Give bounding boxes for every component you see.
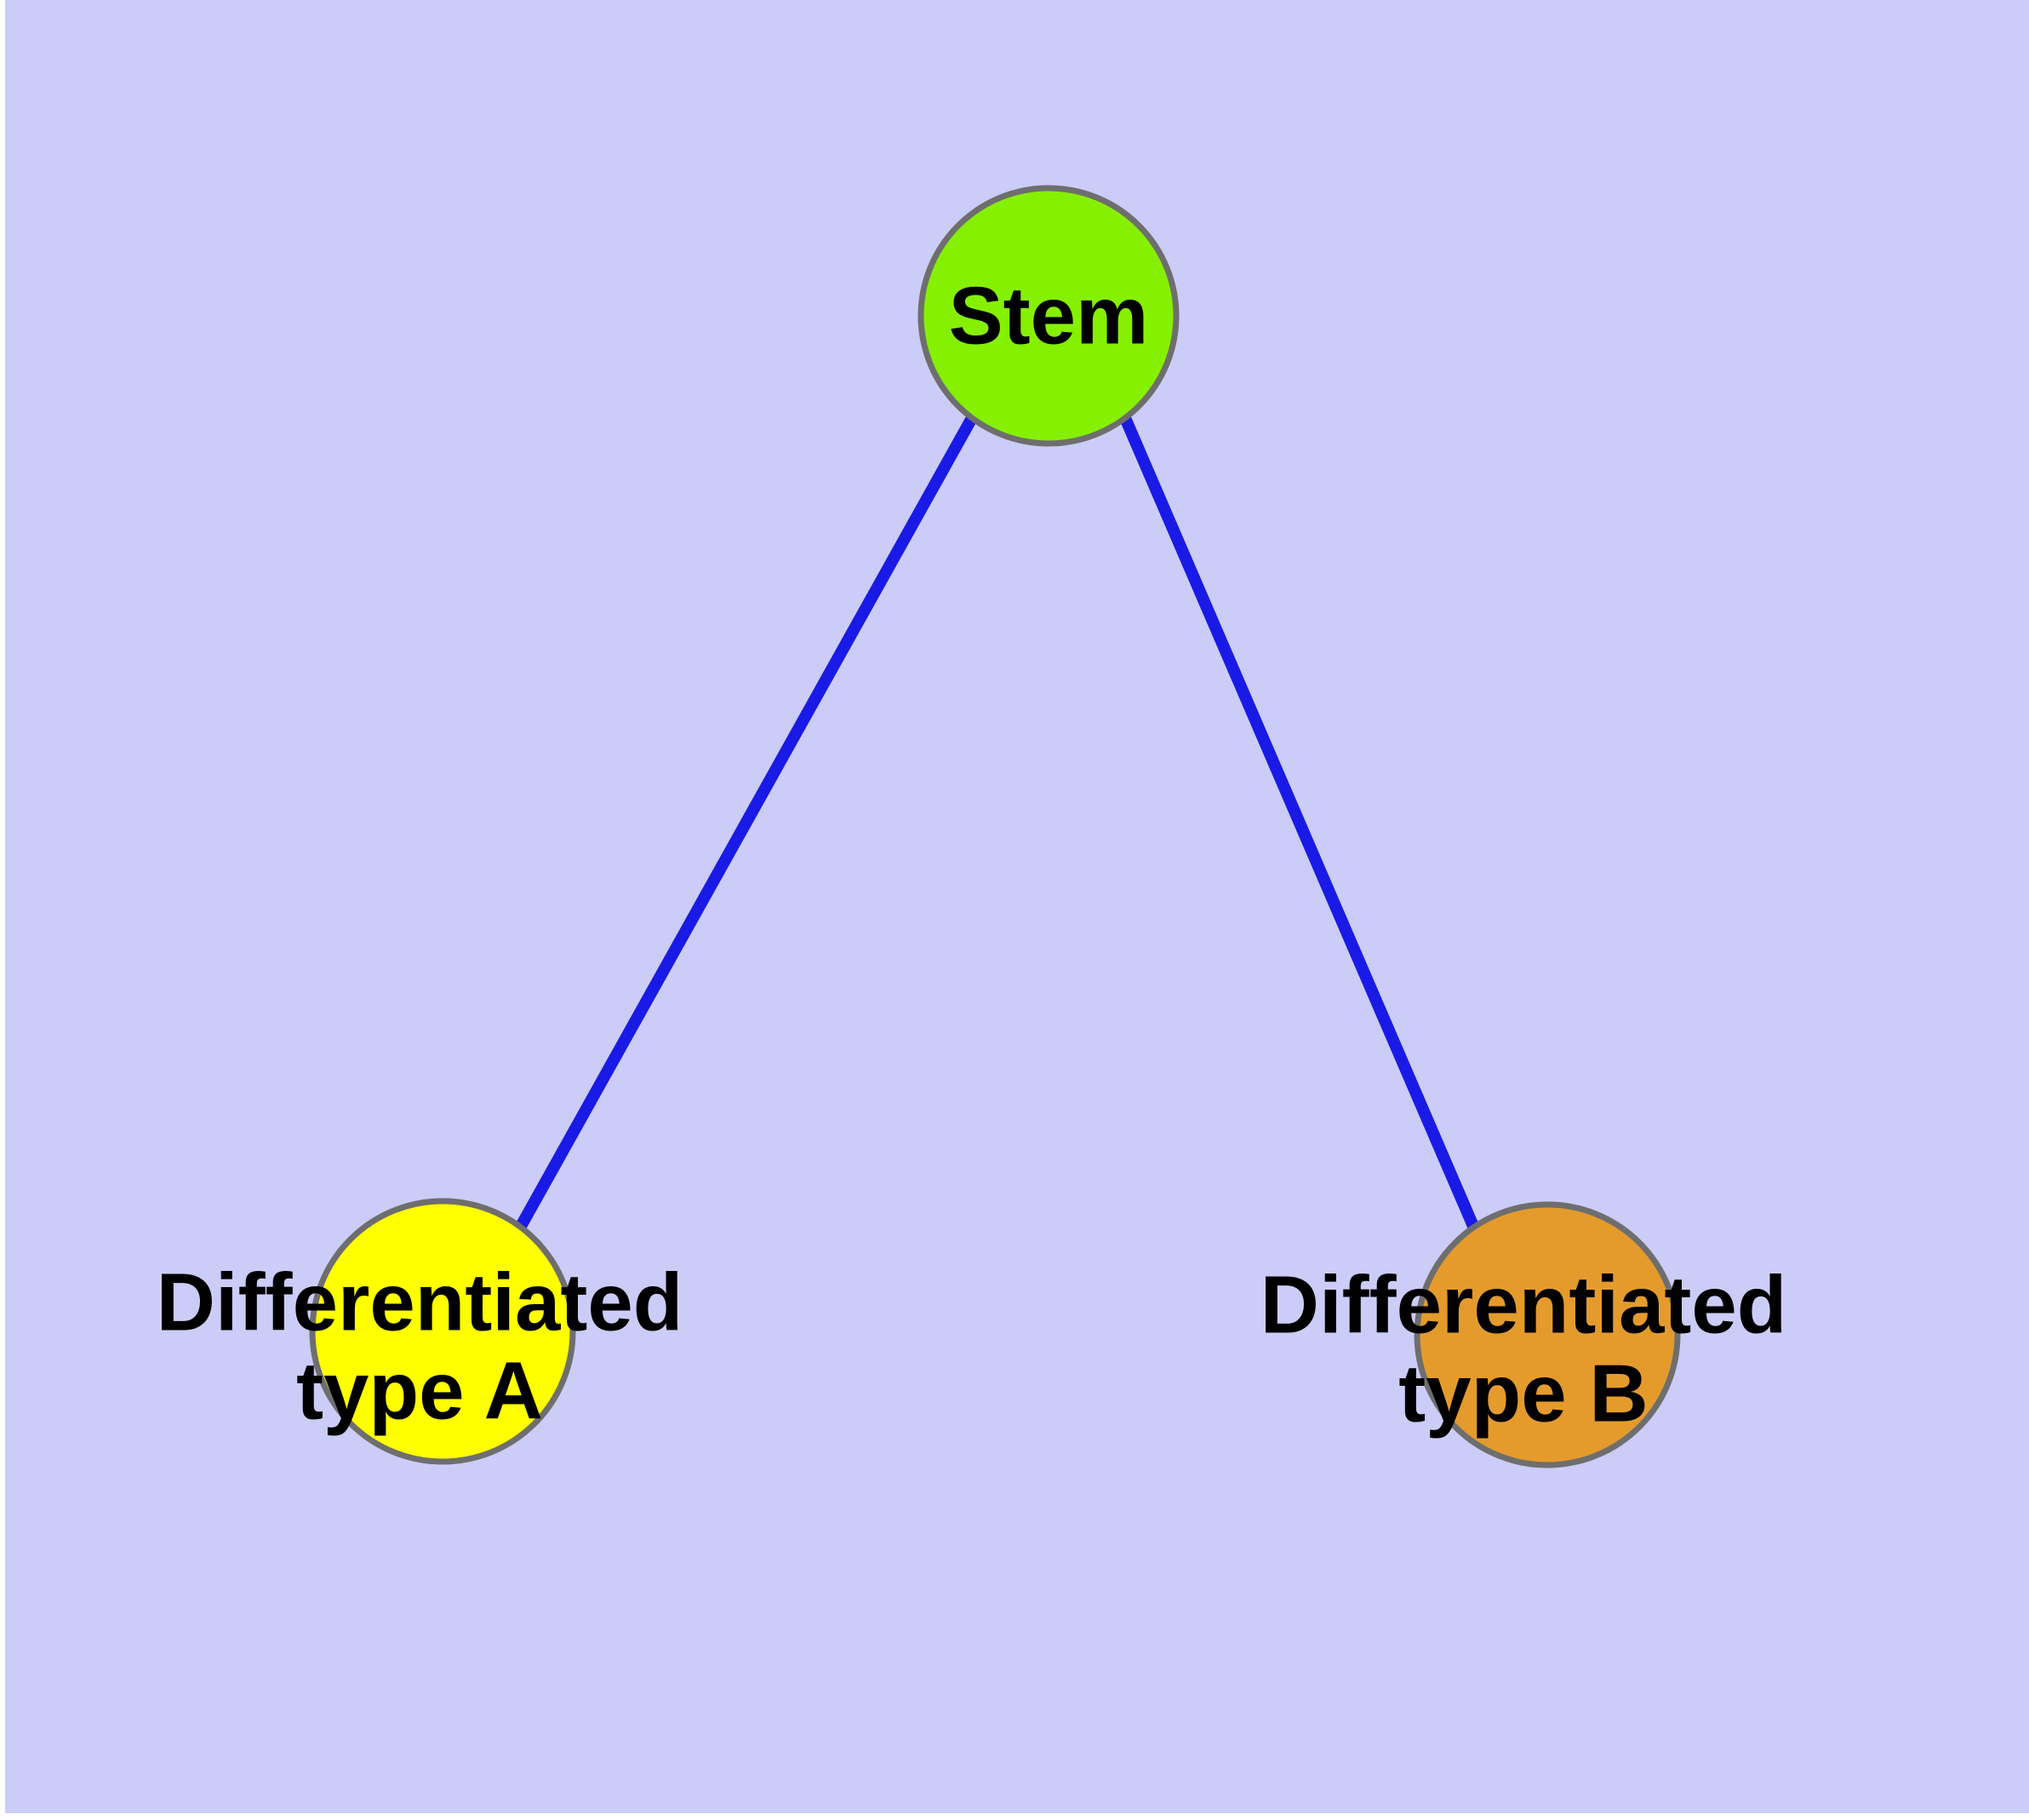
node-differentiated-type-a-label-line2: type A [296,1345,543,1436]
node-differentiated-type-a[interactable]: Differentiated type A [157,1198,683,1465]
node-differentiated-type-b-label-line2: type B [1398,1348,1648,1439]
node-differentiated-type-b-label-line1: Differentiated [1260,1259,1787,1350]
node-differentiated-type-b[interactable]: Differentiated type B [1260,1201,1787,1468]
node-stem-label: Stem [949,270,1149,361]
edge-stem-to-differentiated-type-b[interactable] [1119,415,1481,1233]
node-layer: Stem Differentiated type A Differentiate… [157,185,1787,1468]
node-stem[interactable]: Stem [917,185,1180,447]
edge-stem-to-differentiated-type-a[interactable] [513,415,978,1233]
node-differentiated-type-a-circle[interactable] [309,1198,576,1465]
node-stem-circle[interactable] [917,185,1180,447]
node-differentiated-type-a-label-line1: Differentiated [157,1256,683,1348]
node-differentiated-type-b-circle[interactable] [1414,1201,1681,1468]
edge-layer [513,415,1481,1233]
